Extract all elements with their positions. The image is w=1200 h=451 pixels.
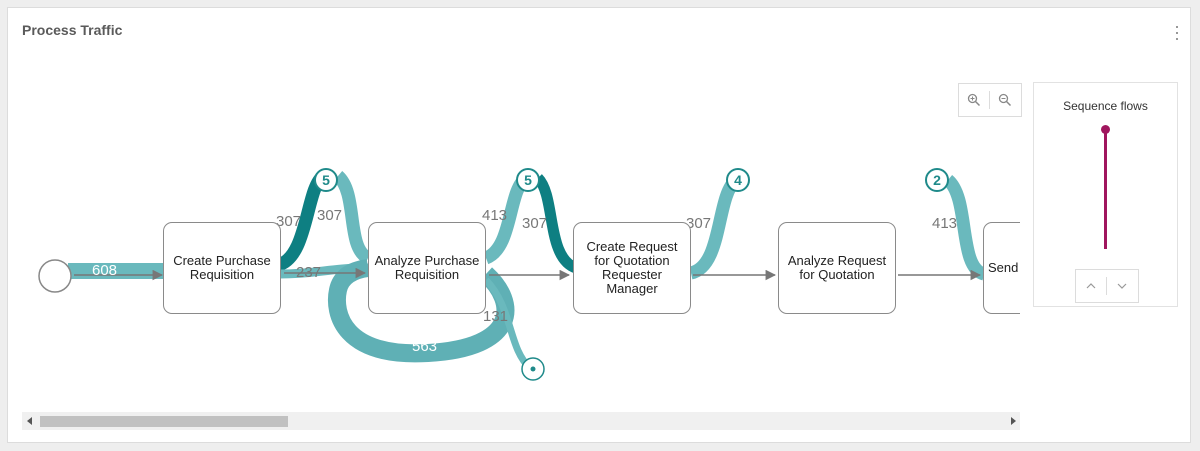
start-event bbox=[38, 259, 72, 293]
scroll-right-icon[interactable] bbox=[1006, 412, 1020, 430]
flow-analyze-to-rfq bbox=[533, 174, 579, 274]
badge-2-label: 5 bbox=[524, 172, 532, 188]
sequence-flows-panel: Sequence flows bbox=[1033, 82, 1178, 307]
more-options-icon[interactable] bbox=[1174, 26, 1180, 40]
chevron-down-icon[interactable] bbox=[1107, 271, 1137, 301]
badge-1 bbox=[314, 168, 338, 192]
task-send-quotation-partial[interactable]: Send Qu S bbox=[983, 222, 1020, 314]
badge-4-label: 2 bbox=[933, 172, 941, 188]
badge-4 bbox=[925, 168, 949, 192]
flow-label-create-up: 307 bbox=[276, 213, 301, 230]
sequence-step-buttons bbox=[1075, 269, 1139, 303]
badge-2 bbox=[516, 168, 540, 192]
sequence-slider-track[interactable] bbox=[1104, 129, 1107, 249]
flow-label-analyze-up: 413 bbox=[482, 207, 507, 224]
flow-to-send bbox=[943, 174, 987, 281]
flow-label-create-to-analyze: 237 bbox=[296, 264, 321, 281]
badge-3 bbox=[726, 168, 750, 192]
zoom-out-icon[interactable] bbox=[990, 85, 1020, 115]
scrollbar-thumb[interactable] bbox=[40, 416, 288, 427]
task-create-rfq-requester-manager[interactable]: Create Request for Quotation Requester M… bbox=[573, 222, 691, 314]
task-analyze-purchase-requisition[interactable]: Analyze Purchase Requisition bbox=[368, 222, 486, 314]
flow-label-analyze-to-rfq: 307 bbox=[522, 215, 547, 232]
badge-3-label: 4 bbox=[734, 172, 742, 188]
process-diagram[interactable]: 5 5 4 2 608 307 307 237 413 307 131 563 … bbox=[8, 68, 1020, 408]
scroll-left-icon[interactable] bbox=[22, 412, 36, 430]
flow-canvas: 5 5 4 2 608 307 307 237 413 307 131 563 … bbox=[38, 168, 987, 381]
card-title: Process Traffic bbox=[22, 22, 123, 38]
horizontal-scrollbar[interactable] bbox=[22, 412, 1020, 430]
process-traffic-card: Process Traffic bbox=[7, 7, 1191, 443]
task-analyze-request-for-quotation[interactable]: Analyze Request for Quotation bbox=[778, 222, 896, 314]
sequence-flows-title: Sequence flows bbox=[1063, 99, 1148, 113]
flow-label-to-send: 413 bbox=[932, 215, 957, 232]
zoom-in-icon[interactable] bbox=[959, 85, 989, 115]
flow-label-608: 608 bbox=[92, 262, 117, 279]
badge-1-label: 5 bbox=[322, 172, 330, 188]
flow-badge1-down bbox=[333, 171, 372, 264]
task-create-purchase-requisition[interactable]: Create Purchase Requisition bbox=[163, 222, 281, 314]
flow-label-badge1-down: 307 bbox=[317, 207, 342, 224]
zoom-controls bbox=[958, 83, 1022, 117]
flow-label-loop: 563 bbox=[412, 338, 437, 355]
flow-analyze-to-end bbox=[483, 277, 533, 371]
sequence-slider-handle[interactable] bbox=[1101, 125, 1110, 134]
flow-label-analyze-to-end: 131 bbox=[483, 308, 508, 325]
chevron-up-icon[interactable] bbox=[1076, 271, 1106, 301]
flow-label-rfq-up: 307 bbox=[686, 215, 711, 232]
